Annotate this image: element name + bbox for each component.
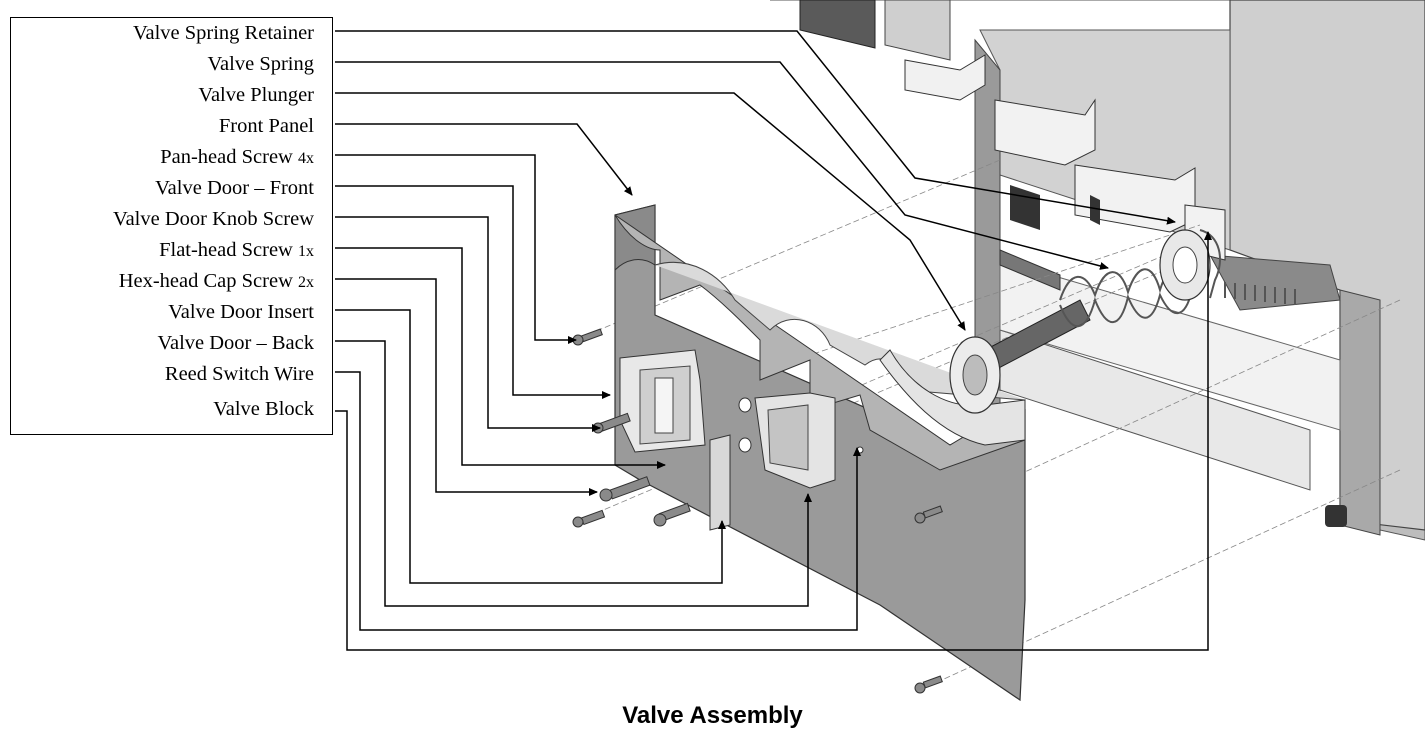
leader-lines bbox=[335, 30, 1212, 651]
leader-valve-spring-retainer bbox=[335, 30, 1176, 225]
callout-label: Valve Door Knob Screw bbox=[113, 208, 314, 230]
leader-pan-head-screw bbox=[335, 154, 577, 344]
callout-part-name: Hex-head Cap Screw bbox=[118, 270, 293, 292]
callout-label: Valve Spring bbox=[208, 53, 314, 75]
callout-label: Hex-head Cap Screw 2x bbox=[119, 270, 314, 294]
leader-valve-block bbox=[335, 231, 1212, 651]
callout-part-name: Pan-head Screw bbox=[160, 146, 293, 168]
callout-label: Valve Door – Front bbox=[155, 177, 314, 199]
callout-part-name: Valve Door – Front bbox=[155, 177, 314, 199]
callout-label: Pan-head Screw 4x bbox=[160, 146, 314, 170]
callout-label: Valve Door Insert bbox=[168, 301, 314, 323]
leader-valve-plunger bbox=[335, 92, 966, 331]
callout-label: Valve Plunger bbox=[198, 84, 314, 106]
leader-valve-door-back bbox=[335, 340, 812, 607]
callout-part-name: Reed Switch Wire bbox=[164, 363, 314, 385]
callout-quantity: 4x bbox=[298, 150, 314, 167]
callout-part-name: Valve Door Knob Screw bbox=[113, 208, 314, 230]
leader-flat-head-screw bbox=[335, 247, 666, 469]
valve-door-parts bbox=[619, 349, 836, 531]
leader-valve-door-knob-screw bbox=[335, 216, 601, 432]
leader-valve-door-insert bbox=[335, 309, 726, 584]
leader-valve-door-front bbox=[335, 185, 611, 399]
callout-label: Flat-head Screw 1x bbox=[159, 239, 314, 263]
callout-part-name: Valve Spring bbox=[207, 53, 314, 75]
callout-part-name: Valve Spring Retainer bbox=[132, 22, 314, 44]
callout-part-name: Flat-head Screw bbox=[159, 239, 293, 261]
callout-label: Valve Door – Back bbox=[157, 332, 314, 354]
callout-part-name: Valve Block bbox=[213, 398, 314, 420]
callout-label: Reed Switch Wire bbox=[165, 363, 314, 385]
leader-reed-switch-wire bbox=[335, 371, 861, 631]
leader-hex-head-cap-screw bbox=[335, 278, 598, 496]
callout-label: Front Panel bbox=[219, 115, 314, 137]
cabinet-body bbox=[770, 0, 1425, 541]
callout-part-name: Front Panel bbox=[218, 115, 314, 137]
callout-quantity: 2x bbox=[298, 274, 314, 291]
callout-quantity: 1x bbox=[298, 243, 314, 260]
callout-part-name: Valve Door Insert bbox=[168, 301, 314, 323]
callout-label: Valve Block bbox=[213, 398, 314, 420]
callout-part-name: Valve Plunger bbox=[198, 84, 314, 106]
leader-front-panel bbox=[335, 123, 633, 196]
valve-plunger-spring bbox=[949, 229, 1221, 414]
callout-part-name: Valve Door – Back bbox=[157, 332, 314, 354]
figure-caption: Valve Assembly bbox=[622, 702, 803, 729]
callout-label: Valve Spring Retainer bbox=[133, 22, 314, 44]
leader-valve-spring bbox=[335, 61, 1109, 270]
